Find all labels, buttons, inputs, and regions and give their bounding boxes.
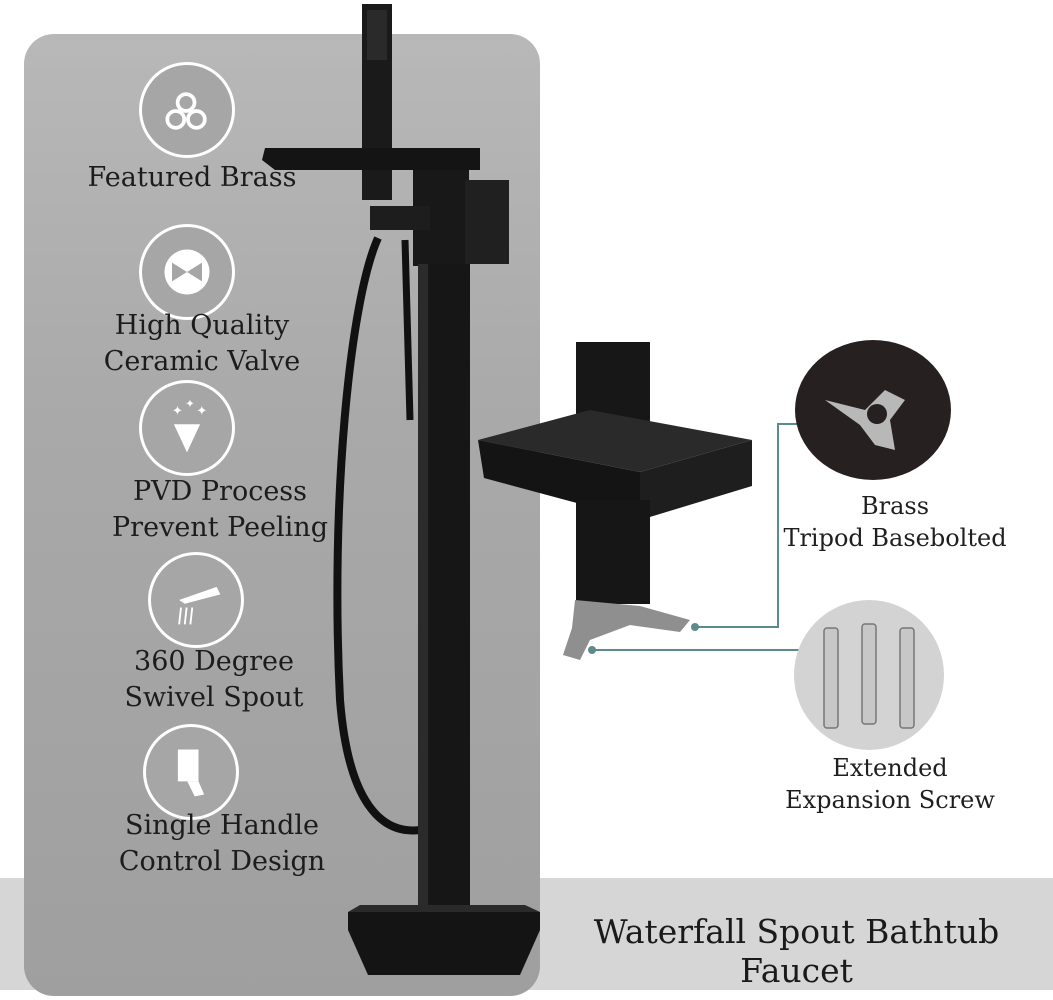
feature-label-line2: Ceramic Valve: [103, 346, 301, 377]
faucet-base: [348, 912, 540, 975]
tripod-caption-line1: Brass: [860, 492, 930, 520]
feature-label-line2: Swivel Spout: [124, 682, 304, 713]
feature-label-line1: PVD Process: [132, 476, 308, 507]
product-name: Waterfall Spout Bathtub Faucet: [593, 912, 1000, 990]
expansion-screw-caption-line2: Expansion Screw: [785, 786, 995, 814]
waterfall-spout: [262, 148, 480, 170]
expansion-screw-caption-line1: Extended: [832, 754, 948, 782]
valve-icon: [139, 224, 235, 320]
feature-label-line1: Single Handle: [125, 810, 319, 841]
svg-text:✦: ✦: [172, 404, 183, 419]
expansion-screw-photo: [794, 600, 944, 750]
leader-line-tripod: [695, 423, 800, 628]
feature-label-line1: Featured Brass: [87, 162, 297, 193]
feature-label-line2: Prevent Peeling: [112, 512, 328, 543]
tripod-bracket: [563, 600, 690, 660]
feature-label-line1: 360 Degree: [134, 646, 294, 677]
tripod-caption: Brass Tripod Basebolted: [770, 490, 1020, 554]
swivel-spout-icon: [148, 552, 244, 648]
diamond-sparkle-icon: ✦✦✦: [139, 380, 235, 476]
faucet-handle: [465, 180, 509, 264]
brass-pipes-icon: [139, 62, 235, 158]
feature-label-line1: High Quality: [114, 310, 290, 341]
tripod-closeup-photo: [795, 340, 951, 480]
feature-label-line2: Control Design: [118, 846, 326, 877]
svg-text:✦: ✦: [196, 404, 207, 419]
expansion-screw-caption: Extended Expansion Screw: [760, 752, 1020, 816]
base-closeup-plate: [478, 410, 752, 472]
tripod-caption-line2: Tripod Basebolted: [783, 524, 1007, 552]
svg-text:✦: ✦: [185, 397, 194, 410]
shower-hose: [333, 236, 421, 835]
single-handle-icon: [143, 724, 239, 820]
